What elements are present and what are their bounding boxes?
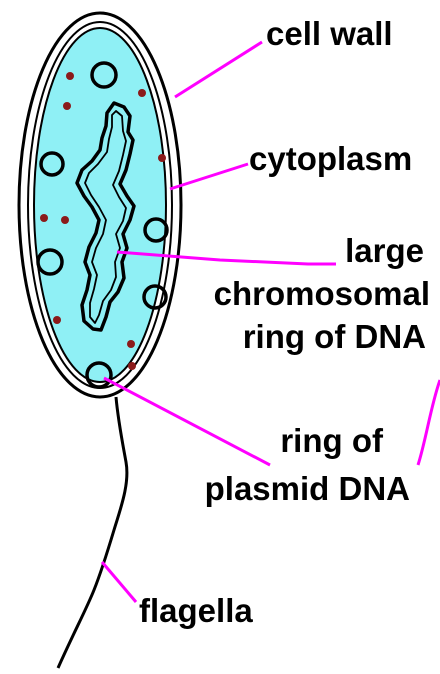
flagella-pointer [102, 562, 136, 602]
ribosome-dot [128, 362, 136, 370]
flagellum [58, 397, 127, 668]
label-cytoplasm: cytoplasm [249, 140, 412, 177]
ribosome-dot [40, 214, 48, 222]
label-plasmid-line1: ring of [280, 422, 384, 459]
ribosome-dot [53, 316, 61, 324]
label-cell-wall: cell wall [266, 15, 393, 52]
ribosome-dot [66, 72, 74, 80]
label-chromosome-line1: large [345, 232, 424, 269]
ribosome-dot [63, 102, 71, 110]
ribosome-dot [138, 89, 146, 97]
label-chromosome-line2: chromosomal [214, 275, 430, 312]
ribosome-dot [127, 340, 135, 348]
label-flagella: flagella [139, 592, 253, 629]
cell-wall-pointer [175, 42, 262, 97]
stray-pointer [418, 380, 440, 465]
plasmid-pointer [104, 378, 270, 465]
label-chromosome-line3: ring of DNA [243, 318, 426, 355]
cytoplasm-pointer [170, 164, 248, 189]
ribosome-dot [61, 216, 69, 224]
label-plasmid-line2: plasmid DNA [205, 470, 410, 507]
labels: cell wall cytoplasm large chromosomal ri… [139, 15, 430, 629]
ribosome-dot [158, 154, 166, 162]
